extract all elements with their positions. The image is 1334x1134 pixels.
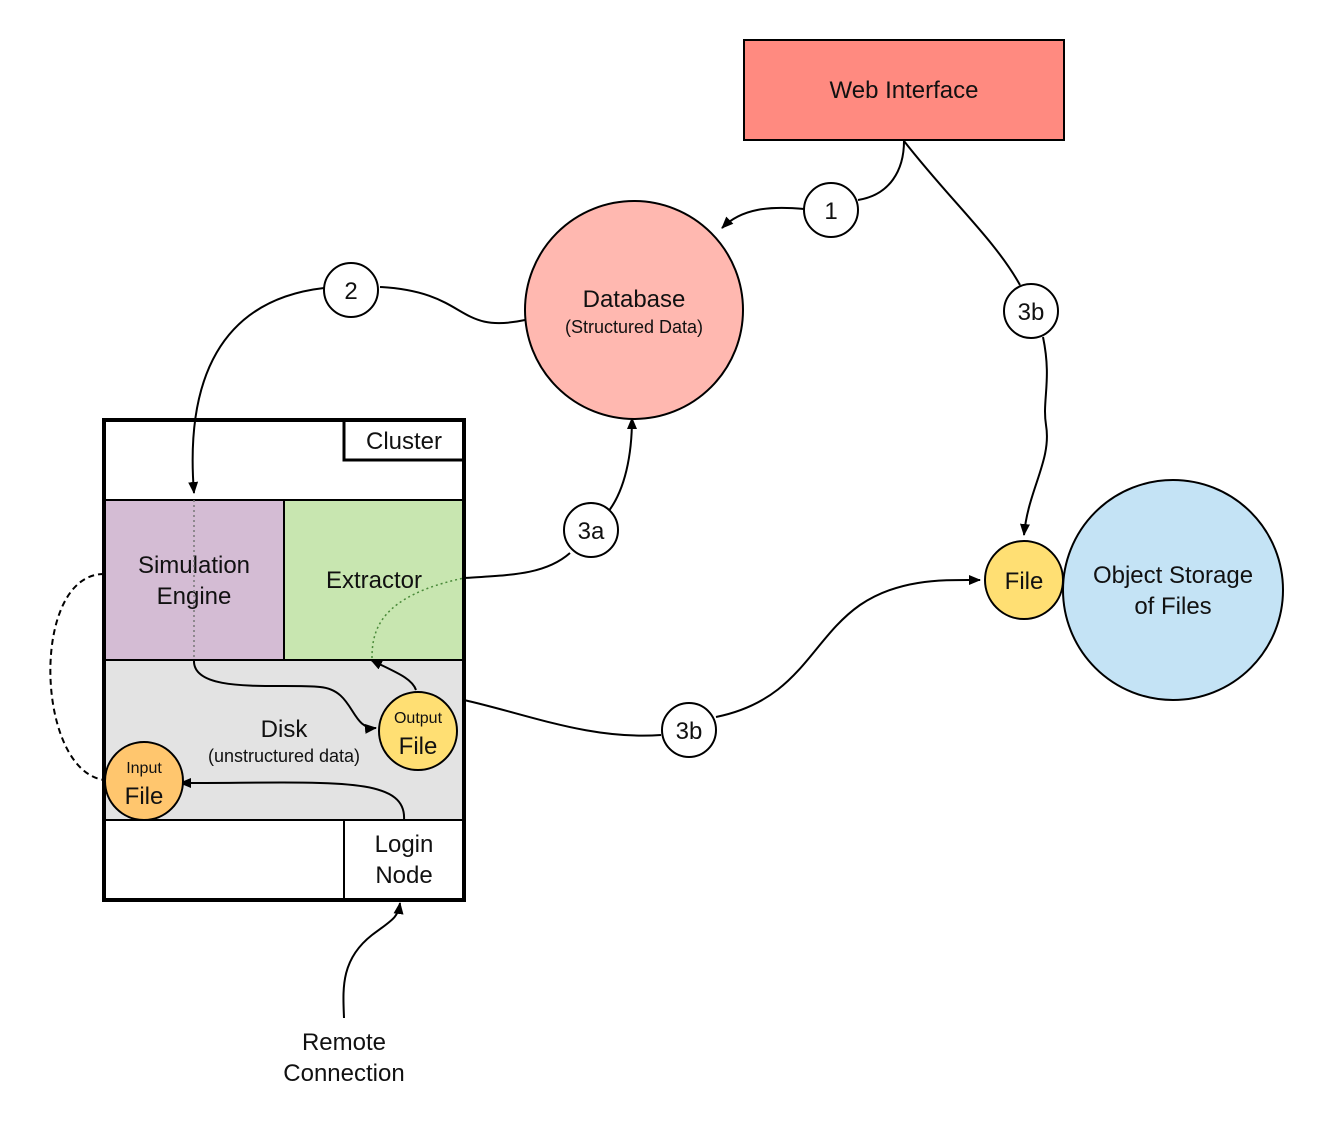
remote-connection-label-line2: Connection [283, 1060, 404, 1087]
object-storage: Object Storage of Files [1062, 479, 1284, 701]
output-file-label-small: Output [394, 710, 443, 727]
step-3a-label: 3a [578, 518, 605, 545]
storage-file-label: File [1005, 568, 1044, 595]
web-interface-label: Web Interface [830, 77, 979, 104]
arrow-step-3a-to-database [607, 417, 637, 513]
cluster-border [102, 418, 466, 902]
login-node-label-line2: Node [375, 862, 432, 889]
arrow-remote-to-login-node [342, 902, 404, 1019]
cluster: Simulation Engine Extractor Disk (unstru… [102, 418, 466, 902]
login-node: Login Node [343, 819, 465, 901]
step-2-marker: 2 [323, 262, 379, 318]
arrow-sim-engine-to-output-file [192, 659, 377, 734]
arrow-step-3b-to-file [1019, 336, 1048, 536]
input-file-circle [104, 741, 184, 821]
arrow-step-2-to-simulation-engine [188, 287, 325, 494]
arrow-login-node-to-input-file [179, 777, 406, 821]
cluster-title: Cluster [366, 428, 442, 455]
arrow-step-1-to-database [721, 206, 805, 229]
input-file-label-small: Input [126, 760, 162, 777]
dashed-input-file-to-sim-engine [49, 573, 105, 781]
remote-connection-label-line1: Remote [302, 1029, 386, 1056]
step-3b-bottom-marker: 3b [661, 702, 717, 758]
web-interface: Web Interface [743, 39, 1065, 141]
connector-web-to-step-1 [857, 140, 905, 201]
object-storage-circle [1062, 479, 1284, 701]
step-3b-top-label: 3b [1018, 299, 1045, 326]
storage-file-node: File [984, 540, 1064, 620]
connector-database-to-step-2 [379, 286, 526, 325]
arrow-output-file-to-extractor [370, 659, 417, 691]
web-interface-box [743, 39, 1065, 141]
connector-disk-to-step-3b [463, 699, 662, 737]
arrow-step-3b-to-file-2 [715, 574, 981, 718]
disk-label: Disk [261, 716, 309, 743]
extractor: Extractor [283, 499, 465, 661]
output-file-circle [378, 691, 458, 771]
step-3a-marker: 3a [563, 502, 619, 558]
login-node-box [343, 819, 465, 901]
remote-connection: Remote Connection [283, 1029, 404, 1087]
object-storage-label-line1: Object Storage [1093, 562, 1253, 589]
connector-web-to-step-3b [903, 140, 1021, 286]
output-file-label-big: File [399, 733, 438, 760]
step-3b-top-marker: 3b [1003, 283, 1059, 339]
disk-sublabel: (unstructured data) [208, 746, 360, 766]
step-3b-bottom-label: 3b [676, 718, 703, 745]
cluster-title-box: Cluster [342, 418, 466, 462]
connector-extractor-to-step-3a [463, 552, 571, 579]
step-2-label: 2 [344, 278, 357, 305]
connectors [49, 140, 1048, 1019]
database-label: Database [583, 286, 686, 313]
database-circle [524, 200, 744, 420]
object-storage-label-line2: of Files [1134, 593, 1211, 620]
database: Database (Structured Data) [524, 200, 744, 420]
step-1-marker: 1 [803, 182, 859, 238]
input-file-label-big: File [125, 783, 164, 810]
database-sublabel: (Structured Data) [565, 317, 703, 337]
step-1-label: 1 [824, 198, 837, 225]
storage-file-circle [984, 540, 1064, 620]
login-node-label-line1: Login [375, 831, 434, 858]
input-file-node: Input File [104, 741, 184, 821]
extractor-label: Extractor [326, 567, 422, 594]
output-file-node: Output File [378, 691, 458, 771]
